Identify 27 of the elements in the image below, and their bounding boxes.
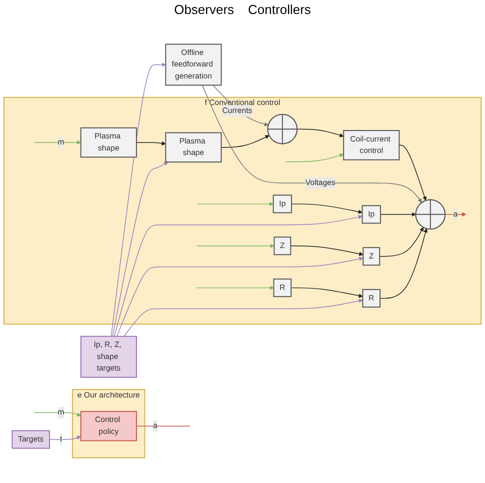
arrow xyxy=(116,256,364,337)
arrow xyxy=(136,141,166,146)
row-label: Controllers xyxy=(248,2,311,17)
arrow xyxy=(34,412,82,416)
arrow xyxy=(49,436,82,440)
summing-junction-icon xyxy=(415,199,446,230)
arrow xyxy=(110,62,166,337)
arrow xyxy=(196,202,274,206)
arrow xyxy=(114,214,362,337)
arrow xyxy=(285,153,344,162)
arrow xyxy=(196,244,274,248)
arrow xyxy=(290,287,363,298)
arrow xyxy=(196,286,274,290)
row-label: Observers xyxy=(174,2,234,17)
arrow xyxy=(379,227,424,257)
arrow xyxy=(291,204,362,214)
summing-junction-icon xyxy=(267,114,298,144)
arrow xyxy=(380,212,416,217)
arrow xyxy=(112,162,168,337)
arrow xyxy=(34,140,82,145)
arrow xyxy=(296,128,344,138)
arrow xyxy=(124,298,363,337)
arrow xyxy=(202,84,422,203)
arrow xyxy=(380,228,428,299)
arrow xyxy=(398,144,427,201)
arrow xyxy=(290,246,364,256)
arrow xyxy=(220,135,270,148)
